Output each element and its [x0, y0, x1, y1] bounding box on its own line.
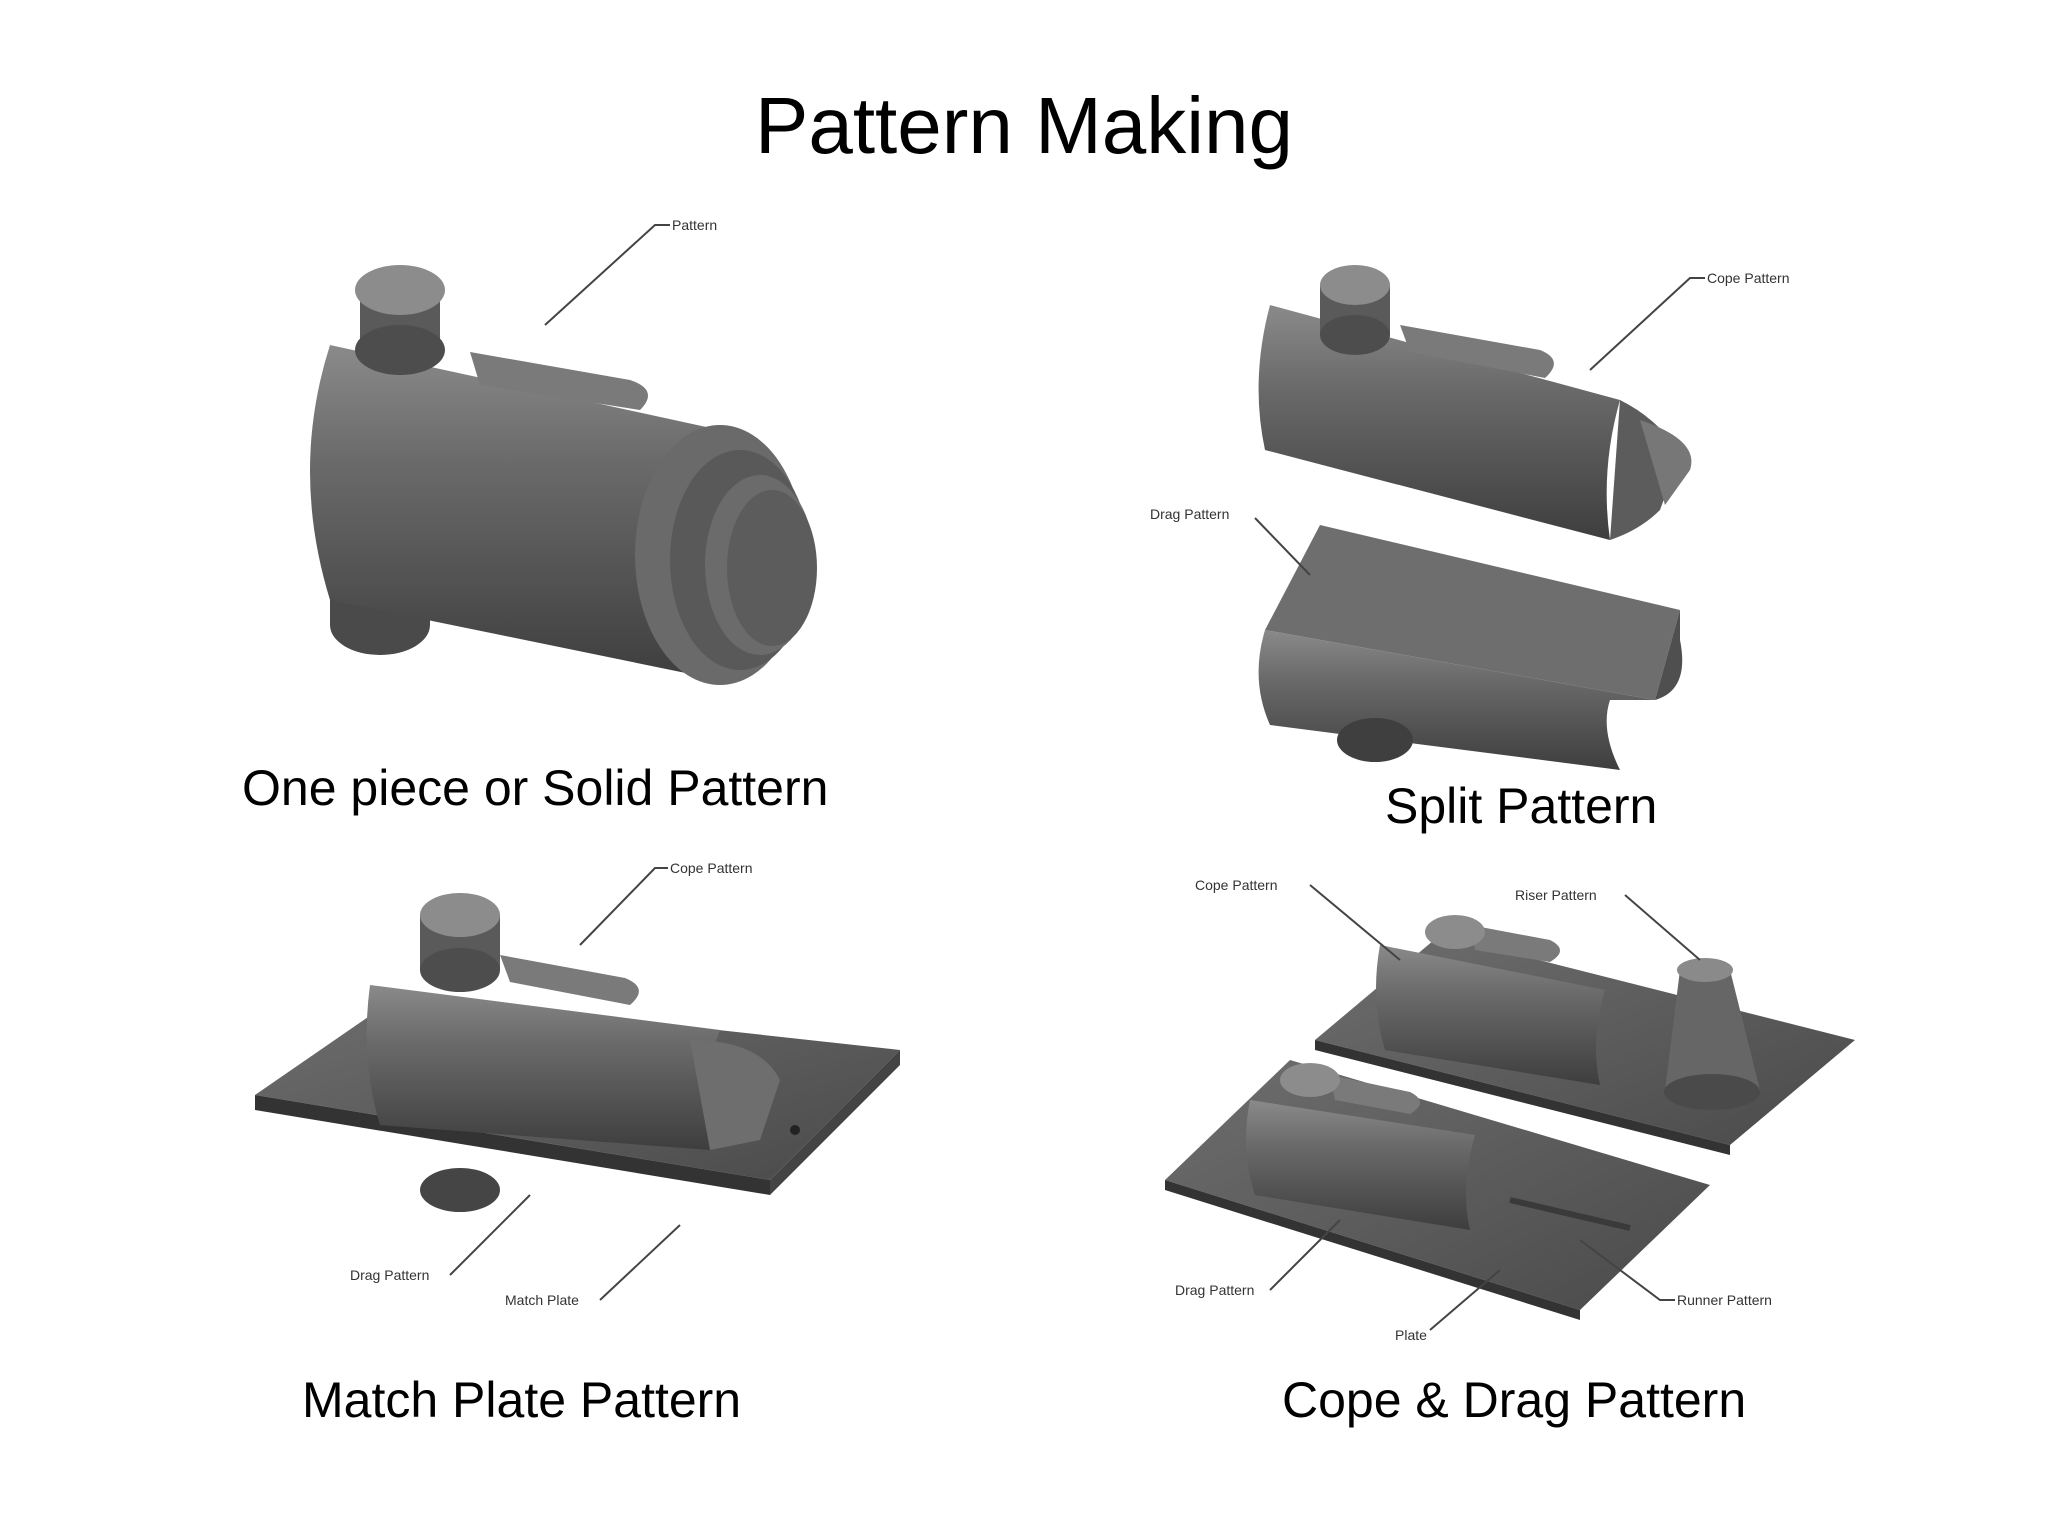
caption-match-plate-pattern: Match Plate Pattern: [302, 1372, 742, 1428]
label-drag-pattern-cd: Drag Pattern: [1175, 1282, 1254, 1298]
label-runner-pattern: Runner Pattern: [1677, 1292, 1772, 1308]
split-pattern-figure: Cope Pattern Drag Pattern: [1150, 265, 1790, 770]
label-cope-pattern-cd: Cope Pattern: [1195, 877, 1278, 893]
cope-drag-figure: Cope Pattern Riser Pattern Drag Pattern …: [1165, 877, 1855, 1343]
label-cope-pattern-match: Cope Pattern: [670, 860, 753, 876]
label-drag-pattern-match: Drag Pattern: [350, 1267, 429, 1283]
label-drag-pattern-split: Drag Pattern: [1150, 506, 1229, 522]
label-match-plate: Match Plate: [505, 1292, 579, 1308]
caption-split-pattern: Split Pattern: [1385, 778, 1658, 834]
label-cope-pattern-split: Cope Pattern: [1707, 270, 1790, 286]
label-pattern: Pattern: [672, 217, 717, 233]
match-plate-figure: Cope Pattern Drag Pattern Match Plate: [255, 860, 900, 1308]
page-title: Pattern Making: [754, 81, 1294, 170]
label-riser-pattern: Riser Pattern: [1515, 887, 1597, 903]
caption-solid-pattern: One piece or Solid Pattern: [242, 760, 829, 816]
solid-pattern-figure: Pattern: [310, 217, 817, 685]
label-plate: Plate: [1395, 1327, 1427, 1343]
caption-cope-drag-pattern: Cope & Drag Pattern: [1282, 1372, 1747, 1428]
